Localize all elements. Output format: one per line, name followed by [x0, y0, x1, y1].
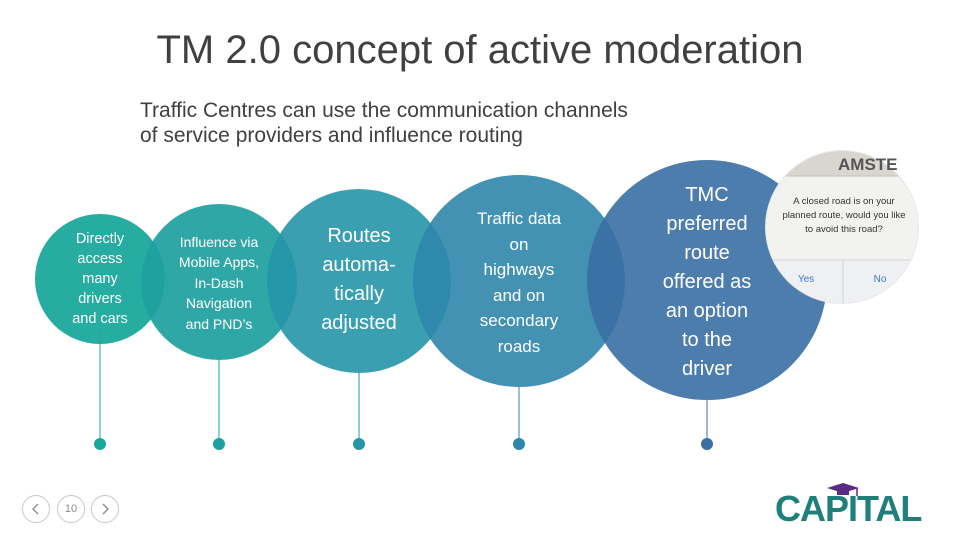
circle-5-label: TMC preferred route offered as an option…	[662, 184, 752, 380]
popup-no-button[interactable]: No	[874, 274, 887, 285]
circle-2-label: Influence via Mobile Apps, In-Dash Navig…	[178, 233, 260, 332]
slide-title: TM 2.0 concept of active moderation	[156, 28, 804, 72]
circle-1	[35, 214, 165, 344]
connector-dot-1	[94, 438, 106, 450]
connector-dot-3	[353, 438, 365, 450]
prev-slide-button[interactable]	[22, 495, 50, 523]
circle-3-label: Routes automa- tically adjusted	[321, 225, 397, 334]
slide-subtitle: Traffic Centres can use the communicatio…	[140, 99, 628, 147]
connector-dot-5	[701, 438, 713, 450]
circle-3	[267, 189, 451, 373]
popup-yes-button[interactable]: Yes	[798, 274, 814, 285]
popup-question-line-1: A closed road is on your	[793, 196, 894, 207]
chevron-right-icon	[102, 503, 109, 515]
capital-logo: CAPITAL	[775, 482, 935, 529]
circle-2	[141, 204, 297, 360]
connector-dot-4	[513, 438, 525, 450]
logo-text: CAPITAL	[775, 488, 921, 527]
chevron-left-icon	[32, 503, 39, 515]
route-popup-image: AMSTE A closed road is on your planned r…	[765, 150, 919, 304]
circle-4	[413, 175, 625, 387]
circle-4-label: Traffic data on highways and on secondar…	[476, 209, 562, 356]
graduation-cap-icon	[827, 483, 859, 496]
next-slide-button[interactable]	[91, 495, 119, 523]
connector-lines	[94, 333, 713, 450]
popup-question-line-3: to avoid this road?	[805, 224, 883, 235]
circle-1-label: Directly access many drivers and cars	[72, 231, 128, 327]
popup-question-line-2: planned route, would you like	[782, 210, 905, 221]
connector-dot-2	[213, 438, 225, 450]
page-number: 10	[57, 495, 85, 523]
map-label: AMSTE	[838, 155, 898, 174]
